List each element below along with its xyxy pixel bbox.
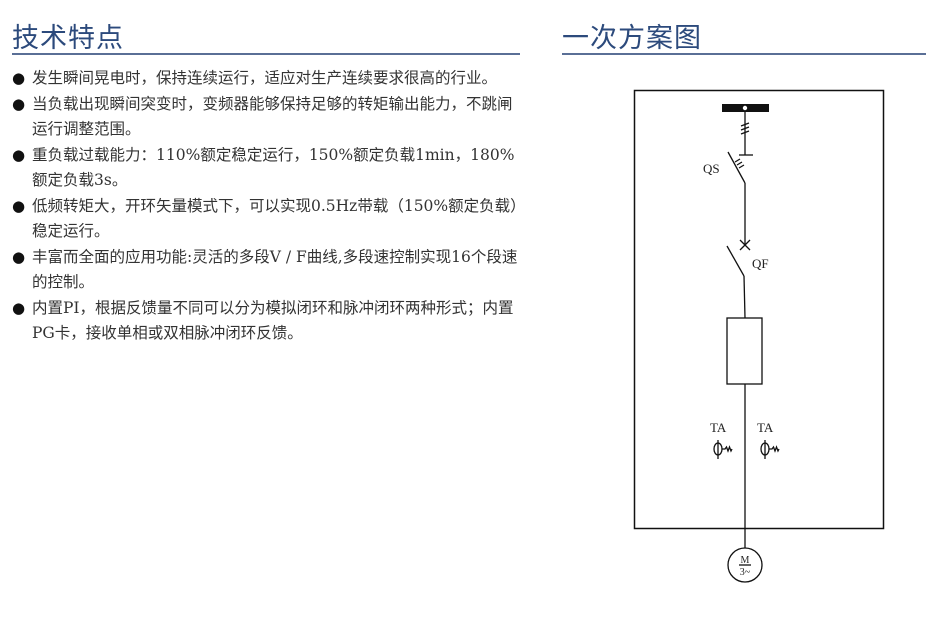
motor-label-top: M [741,555,750,566]
feature-list: ● 发生瞬间晃电时，保持连续运行，适应对生产连续要求很高的行业。 ● 当负载出现瞬间突… [12,66,527,347]
fuse-hatch [734,158,745,169]
disconnector-qs [727,151,746,184]
title-divider [562,53,926,55]
feature-item: ● 内置PI，根据反馈量不同可以分为模拟闭环和脉冲闭环两种形式；内置PG卡，接收单… [12,296,527,347]
bullet-icon: ● [12,298,26,317]
breaker-x-icon [739,239,751,251]
feature-item: ● 低频转矩大，开环矢量模式下，可以实现0.5Hz带载（150%额定负载）稳定运行… [12,194,527,245]
feeder-line [743,275,746,319]
bullet-icon: ● [12,247,26,266]
busbar-node [742,105,748,111]
breaker-qf [726,245,745,277]
ta-label: TA [757,420,774,435]
ta-label: TA [710,420,727,435]
feature-item: ● 丰富而全面的应用功能:灵活的多段V / F曲线,多段速控制实现16个段速的控制… [12,245,527,296]
bullet-icon: ● [12,196,26,215]
bullet-icon: ● [12,69,26,87]
qf-label: QF [752,256,769,271]
cabinet-frame [633,89,885,530]
title-divider [12,53,520,55]
section-title-diagram: 一次方案图 [562,23,702,54]
bullet-icon: ● [12,94,26,113]
inverter-box [726,317,763,385]
qs-label: QS [703,161,720,176]
feature-item: ● 当负载出现瞬间突变时，变频器能够保持足够的转矩输出能力，不跳闸运行调整范围。 [12,92,527,143]
bullet-icon: ● [12,145,26,164]
current-transformer-icon [760,440,780,459]
motor-icon [727,547,763,583]
feature-text: 发生瞬间晃电时，保持连续运行，适应对生产连续要求很高的行业。 [32,69,498,87]
current-transformer-icon [713,440,733,459]
feature-text: 丰富而全面的应用功能:灵活的多段V / F曲线,多段速控制实现16个段速的控制。 [32,247,518,292]
feature-item: ● 发生瞬间晃电时，保持连续运行，适应对生产连续要求很高的行业。 [12,66,527,92]
feature-text: 内置PI，根据反馈量不同可以分为模拟闭环和脉冲闭环两种形式；内置PG卡，接收单相… [32,298,514,343]
motor-label-bottom: 3~ [740,567,751,578]
plug-contact-icon [740,122,750,135]
section-title-features: 技术特点 [12,23,124,54]
feature-text: 低频转矩大，开环矢量模式下，可以实现0.5Hz带载（150%额定负载）稳定运行。 [32,196,526,241]
feature-item: ● 重负载过载能力：110%额定稳定运行，150%额定负载1min，180%额定负… [12,143,527,194]
feature-text: 重负载过载能力：110%额定稳定运行，150%额定负载1min，180%额定负载… [32,145,515,190]
feature-text: 当负载出现瞬间突变时，变频器能够保持足够的转矩输出能力，不跳闸运行调整范围。 [32,94,513,139]
